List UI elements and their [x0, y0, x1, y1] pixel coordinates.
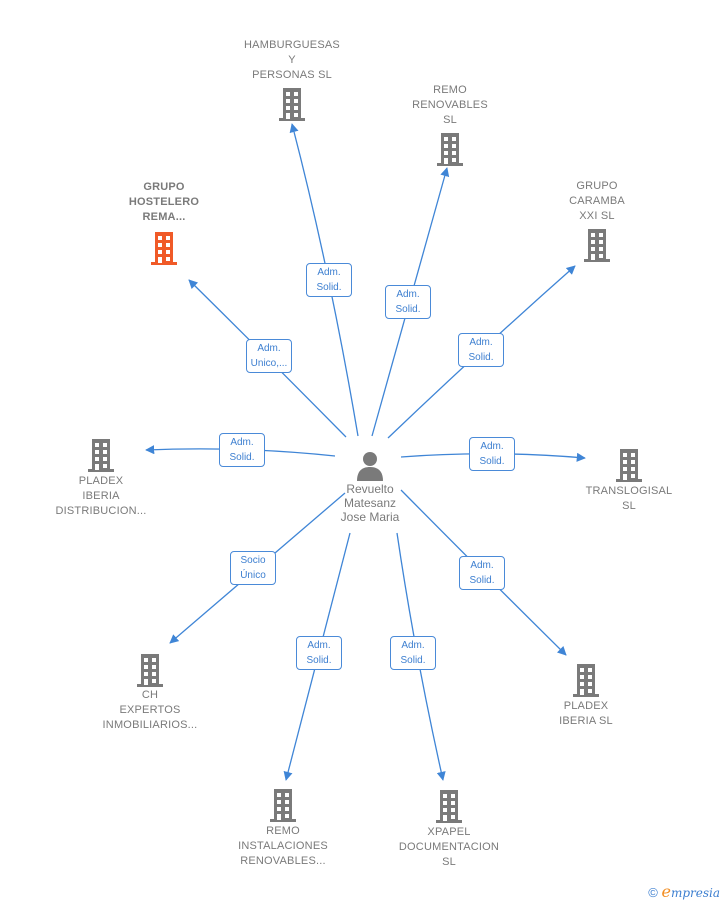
- company-label-line: XPAPEL: [427, 826, 471, 838]
- company-label-line: Y: [288, 54, 296, 66]
- company-label-line: XXI SL: [579, 210, 615, 222]
- edge-role-text: Solid.: [229, 452, 255, 463]
- building-icon: [88, 439, 114, 472]
- building-icon: [137, 654, 163, 687]
- edge-role-text: Socio: [240, 555, 266, 566]
- building-icon: [279, 88, 305, 121]
- company-label-line: IBERIA: [82, 490, 120, 502]
- company-label-line: TRANSLOGISAL: [585, 485, 673, 497]
- company-label-line: PLADEX: [78, 475, 124, 487]
- edge-role-text: Adm.: [307, 640, 331, 651]
- company-node-hamburguesas[interactable]: [212, 86, 372, 122]
- company-label-line: PLADEX: [563, 700, 609, 712]
- company-label-line: REMO: [266, 825, 300, 837]
- company-node-ch-expertos[interactable]: [70, 652, 230, 688]
- edge-role-text: Solid.: [468, 352, 494, 363]
- edge-role-text: Adm.: [469, 337, 493, 348]
- company-node-remo-renovables[interactable]: [370, 131, 530, 167]
- company-label-translogisal[interactable]: TRANSLOGISAL SL: [549, 484, 709, 514]
- company-node-xpapel[interactable]: [369, 788, 529, 824]
- company-label-remo-renovables[interactable]: REMO RENOVABLES SL: [370, 83, 530, 128]
- brand-logo-initial: e: [661, 882, 671, 901]
- company-label-line: INMOBILIARIOS...: [102, 719, 198, 731]
- edge-role-label[interactable]: Adm. Solid.: [296, 636, 342, 670]
- edge-role-text: Solid.: [306, 655, 332, 666]
- building-icon: [616, 449, 642, 482]
- company-label-line: CH: [141, 689, 159, 701]
- company-node-grupo-hostelero[interactable]: [84, 230, 244, 266]
- edge-role-label[interactable]: Adm. Unico,...: [246, 339, 292, 373]
- edge-role-text: Solid.: [316, 282, 342, 293]
- building-icon: [436, 790, 462, 823]
- company-label-line: HAMBURGUESAS: [244, 39, 340, 51]
- copyright-icon: ©: [648, 885, 658, 900]
- company-label-line: INSTALACIONES: [238, 840, 328, 852]
- company-label-line: RENOVABLES...: [240, 855, 326, 867]
- company-label-hamburguesas[interactable]: HAMBURGUESAS Y PERSONAS SL: [212, 38, 372, 83]
- building-icon: [437, 133, 463, 166]
- edge-role-label[interactable]: Adm. Solid.: [469, 437, 515, 471]
- company-label-line: GRUPO: [143, 181, 185, 193]
- company-node-pladex-iberia[interactable]: [506, 662, 666, 698]
- company-label-grupo-caramba[interactable]: GRUPO CARAMBA XXI SL: [517, 179, 677, 224]
- brand-logo-text: mpresia: [670, 886, 720, 900]
- edge-role-text: Adm.: [470, 560, 494, 571]
- building-icon: [151, 232, 177, 265]
- edge-role-text: Único: [240, 570, 266, 581]
- edge-role-label[interactable]: Adm. Solid.: [385, 285, 431, 319]
- edge-role-text: Adm.: [257, 343, 281, 354]
- footer-brand: © empresia: [648, 882, 720, 901]
- edge-role-text: Solid.: [395, 304, 421, 315]
- edge-role-text: Adm.: [401, 640, 425, 651]
- edge-role-text: Solid.: [400, 655, 426, 666]
- edge-role-label[interactable]: Adm. Solid.: [459, 556, 505, 590]
- company-label-line: REMO: [433, 84, 467, 96]
- company-label-pladex-iberia[interactable]: PLADEX IBERIA SL: [506, 699, 666, 729]
- company-label-line: RENOVABLES: [412, 99, 488, 111]
- edge-role-text: Unico,...: [250, 358, 288, 369]
- edge-role-text: Adm.: [396, 289, 420, 300]
- edge-role-text: Solid.: [469, 575, 495, 586]
- building-icon: [584, 229, 610, 262]
- company-label-line: HOSTELERO: [128, 196, 200, 208]
- edge-role-label[interactable]: Adm. Solid.: [306, 263, 352, 297]
- edge-role-label[interactable]: Adm. Solid.: [458, 333, 504, 367]
- edge-role-text: Adm.: [480, 441, 504, 452]
- company-label-line: IBERIA SL: [559, 715, 613, 727]
- building-icon: [270, 789, 296, 822]
- building-icon: [573, 664, 599, 697]
- company-label-xpapel[interactable]: XPAPEL DOCUMENTACION SL: [369, 825, 529, 870]
- company-label-line: PERSONAS SL: [252, 69, 332, 81]
- company-label-line: GRUPO: [576, 180, 618, 192]
- company-node-translogisal[interactable]: [549, 447, 709, 483]
- edge-role-text: Adm.: [230, 437, 254, 448]
- company-label-line: EXPERTOS: [119, 704, 181, 716]
- company-node-grupo-caramba[interactable]: [517, 227, 677, 263]
- person-icon: [357, 452, 383, 481]
- company-label-grupo-hostelero[interactable]: GRUPO HOSTELERO REMA...: [84, 180, 244, 225]
- company-label-ch-expertos[interactable]: CH EXPERTOS INMOBILIARIOS...: [70, 688, 230, 733]
- company-label-line: DISTRIBUCION...: [55, 505, 147, 517]
- company-label-remo-instalaciones[interactable]: REMO INSTALACIONES RENOVABLES...: [203, 824, 363, 869]
- company-label-line: SL: [443, 114, 457, 126]
- company-label-pladex-distribucion[interactable]: PLADEX IBERIA DISTRIBUCION...: [21, 474, 181, 519]
- edge-role-label[interactable]: Adm. Solid.: [390, 636, 436, 670]
- company-label-line: SL: [622, 500, 636, 512]
- edge-role-text: Adm.: [317, 267, 341, 278]
- center-person-name: Revuelto Matesanz Jose Maria: [340, 482, 400, 524]
- company-node-remo-instalaciones[interactable]: [203, 787, 363, 823]
- edge-role-text: Solid.: [479, 456, 505, 467]
- company-label-line: CARAMBA: [569, 195, 625, 207]
- company-node-pladex-distribucion[interactable]: [21, 437, 181, 473]
- center-person-node[interactable]: Revuelto Matesanz Jose Maria: [310, 450, 430, 524]
- company-label-line: SL: [442, 856, 456, 868]
- edge-role-label[interactable]: Adm. Solid.: [219, 433, 265, 467]
- company-label-line: REMA...: [142, 211, 186, 223]
- company-label-line: DOCUMENTACION: [398, 841, 500, 853]
